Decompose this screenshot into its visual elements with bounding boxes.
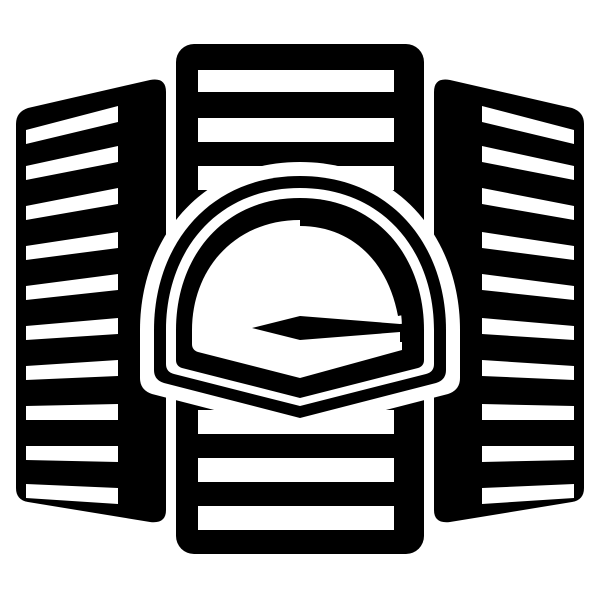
gauge-needle <box>252 316 420 340</box>
right-server-slots <box>482 106 574 504</box>
left-server-slots <box>26 106 118 504</box>
right-server-tower <box>434 79 584 523</box>
speedometer-gauge <box>140 162 460 432</box>
left-server-tower <box>16 79 166 523</box>
